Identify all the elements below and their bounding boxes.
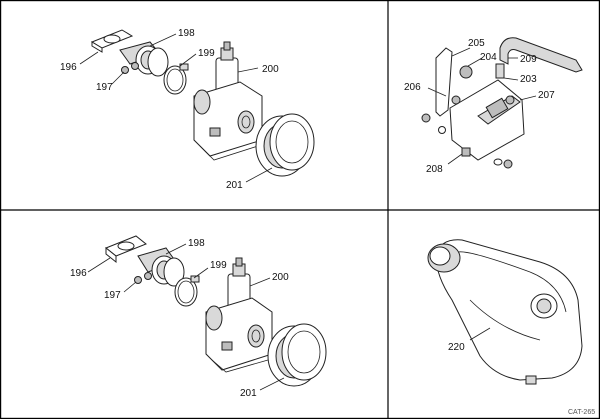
catalog-code: CAT-265 (568, 409, 595, 416)
callout-207: 207 (538, 90, 555, 101)
callout-201: 201 (226, 180, 243, 191)
callout-209: 209 (520, 54, 537, 65)
part-bolts (134, 272, 152, 284)
callout-199: 199 (198, 48, 215, 59)
part-gasket (105, 235, 147, 264)
callout-201: 201 (240, 388, 257, 399)
panel-bottom-left: 196 198 199 200 197 201 (70, 235, 327, 399)
part-washer (438, 126, 446, 134)
part-nut (421, 113, 431, 123)
callout-198: 198 (188, 238, 205, 249)
callout-203: 203 (520, 74, 537, 85)
callout-198: 198 (178, 28, 195, 39)
part-bracket (435, 47, 453, 117)
callout-196: 196 (60, 62, 77, 73)
callout-197: 197 (104, 290, 121, 301)
part-intake-flange (119, 41, 169, 77)
part-air-filter-ring (267, 323, 327, 387)
part-nipple (461, 147, 471, 157)
callout-204: 204 (480, 52, 497, 63)
callout-200: 200 (262, 64, 279, 75)
callout-208: 208 (426, 164, 443, 175)
part-hose (499, 37, 583, 73)
callout-199: 199 (210, 260, 227, 271)
callout-205: 205 (468, 38, 485, 49)
part-valve-body (449, 63, 525, 161)
part-clamp (174, 275, 200, 307)
part-screw (503, 159, 513, 169)
callout-197: 197 (96, 82, 113, 93)
panel-top-left: 196 198 199 200 197 201 (60, 28, 315, 191)
callout-196: 196 (70, 268, 87, 279)
part-gasket (90, 29, 134, 53)
part-clamp (163, 63, 189, 95)
part-air-filter-housing (427, 239, 583, 385)
part-carburetor (205, 257, 273, 373)
panel-top-right: 205 204 209 206 203 207 208 (404, 37, 583, 175)
panel-bottom-right: 220 CAT-265 (427, 239, 595, 416)
part-carburetor (193, 41, 263, 161)
part-intake-flange (137, 247, 185, 287)
part-o-ring (493, 158, 503, 166)
part-air-filter-ring (255, 113, 315, 177)
part-bolts (121, 62, 139, 74)
callout-200: 200 (272, 272, 289, 283)
callout-206: 206 (404, 82, 421, 93)
callout-220: 220 (448, 342, 465, 353)
